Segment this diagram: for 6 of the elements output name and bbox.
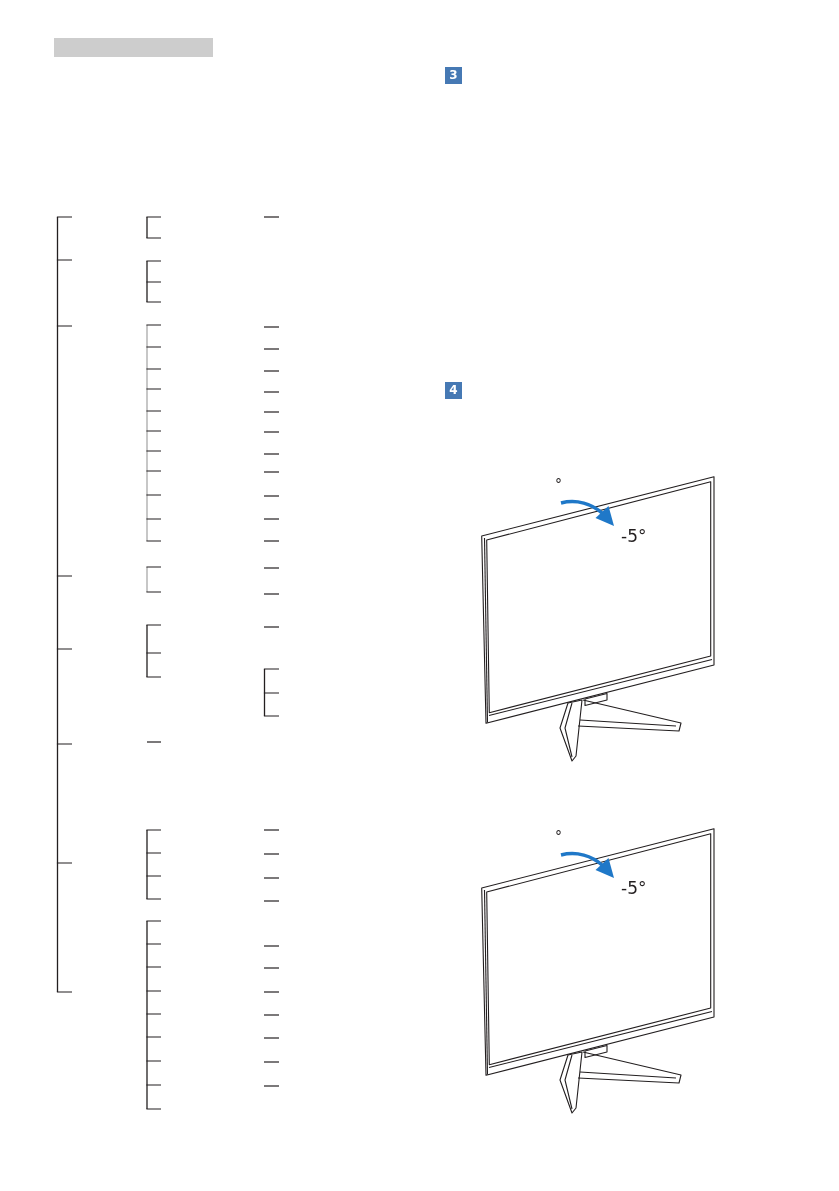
angle-label: -5° xyxy=(621,880,647,897)
angle-label: ° xyxy=(555,829,562,843)
angle-label: ° xyxy=(555,477,562,491)
step-badge: 3 xyxy=(445,67,462,84)
step-badge: 4 xyxy=(445,382,462,399)
angle-label: -5° xyxy=(621,528,647,545)
